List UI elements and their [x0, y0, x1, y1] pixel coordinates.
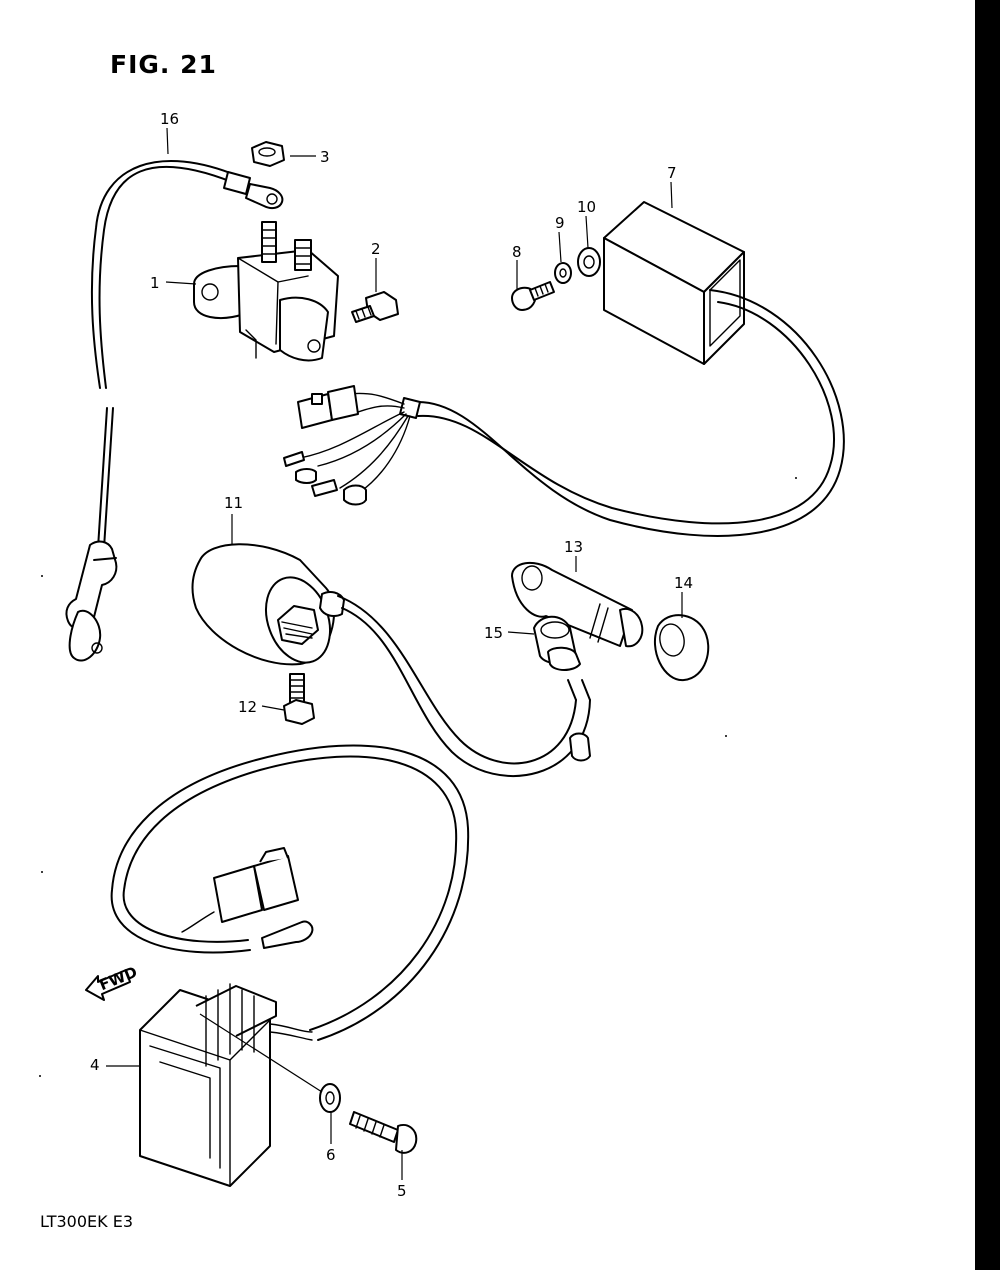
part-6-washer — [319, 1083, 341, 1113]
fwd-arrow-icon: FWD — [85, 963, 140, 1001]
exploded-view-drawing: FWD 16 3 1 2 7 — [39, 110, 845, 1200]
leader-lines — [106, 127, 683, 1180]
figure-title: FIG. 21 — [110, 50, 217, 79]
callout-6: 6 — [326, 1146, 336, 1164]
cdi-wire-harness — [283, 289, 845, 537]
part-5-screw — [349, 1111, 418, 1154]
part-8-screw — [511, 281, 555, 311]
fwd-label: FWD — [97, 963, 140, 994]
callout-1: 1 — [150, 274, 160, 292]
part-14-cap-boot — [653, 614, 710, 682]
part-13-spark-plug-cap — [511, 561, 644, 648]
part-3-nut — [251, 141, 285, 167]
part-4-regulator-rectifier — [110, 744, 470, 1187]
callout-15: 15 — [484, 624, 503, 642]
callout-11: 11 — [224, 494, 243, 512]
part-10-washer — [577, 247, 601, 277]
callout-10: 10 — [577, 198, 596, 216]
callout-5: 5 — [397, 1182, 407, 1200]
callout-4: 4 — [90, 1056, 100, 1074]
callout-9: 9 — [555, 214, 565, 232]
part-16-cable — [65, 160, 284, 662]
callout-3: 3 — [320, 148, 330, 166]
callout-14: 14 — [674, 574, 693, 592]
part-2-bolt — [351, 291, 399, 323]
high-tension-lead — [337, 595, 591, 777]
callout-16: 16 — [160, 110, 179, 128]
page-edge-bar — [975, 0, 1000, 1270]
callout-7: 7 — [667, 164, 677, 182]
callout-13: 13 — [564, 538, 583, 556]
part-7-cdi-unit — [603, 201, 745, 365]
part-11-ignition-coil — [191, 543, 345, 666]
scan-specks — [39, 477, 797, 1077]
part-1-starter-relay — [193, 221, 339, 362]
part-9-washer — [554, 262, 572, 284]
part-15-seal — [533, 615, 581, 671]
callout-numbers: 16 3 1 2 7 8 9 10 11 13 14 15 12 4 6 5 — [90, 110, 693, 1200]
model-code: LT300EK E3 — [40, 1212, 133, 1231]
part-12-bolt — [283, 673, 315, 725]
callout-2: 2 — [371, 240, 381, 258]
callout-8: 8 — [512, 243, 522, 261]
callout-12: 12 — [238, 698, 257, 716]
